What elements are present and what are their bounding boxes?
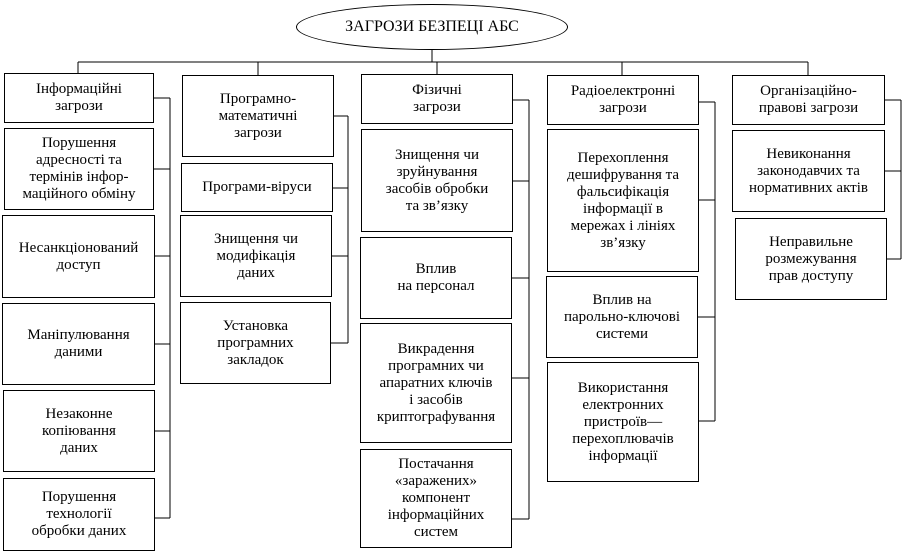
item-access-rights: Неправильне розмежування прав доступу bbox=[735, 218, 887, 300]
category-software-math: Програмно- математичні загрози bbox=[182, 75, 334, 157]
item-infected-components: Постачання «заражених» компонент інформа… bbox=[360, 449, 512, 548]
item-processing-violation: Порушення технології обробки даних bbox=[3, 478, 155, 551]
item-equipment-destruction: Знищення чи зруйнування засобів обробки … bbox=[361, 129, 513, 232]
category-physical: Фізичні загрози bbox=[361, 74, 513, 124]
item-data-destruction: Знищення чи модифікація даних bbox=[180, 215, 332, 297]
item-noncompliance: Невиконання законодавчих та нормативних … bbox=[732, 130, 885, 212]
item-addressing-violation: Порушення адресності та термінів інфор- … bbox=[4, 128, 154, 210]
item-personnel-impact: Вплив на персонал bbox=[360, 237, 512, 319]
item-unauthorized-access: Несанкціонований доступ bbox=[2, 215, 155, 298]
category-informational: Інформаційні загрози bbox=[4, 73, 154, 123]
item-key-theft: Викрадення програмних чи апаратних ключі… bbox=[360, 323, 512, 443]
item-data-manipulation: Маніпулювання даними bbox=[2, 303, 155, 385]
item-electronic-devices: Використання електронних пристроїв— пере… bbox=[547, 362, 699, 482]
item-interception: Перехоплення дешифрування та фальсифікац… bbox=[547, 129, 699, 272]
item-viruses: Програми-віруси bbox=[181, 163, 333, 212]
item-illegal-copying: Незаконне копіювання даних bbox=[3, 390, 155, 472]
category-organizational-legal: Організаційно- правові загрози bbox=[732, 75, 885, 125]
root-node: ЗАГРОЗИ БЕЗПЕЦІ АБС bbox=[296, 4, 568, 50]
category-radioelectronic: Радіоелектронні загрози bbox=[547, 75, 699, 125]
item-software-bugs: Установка програмних закладок bbox=[180, 302, 331, 384]
item-password-systems: Вплив на парольно-ключові системи bbox=[546, 276, 698, 358]
